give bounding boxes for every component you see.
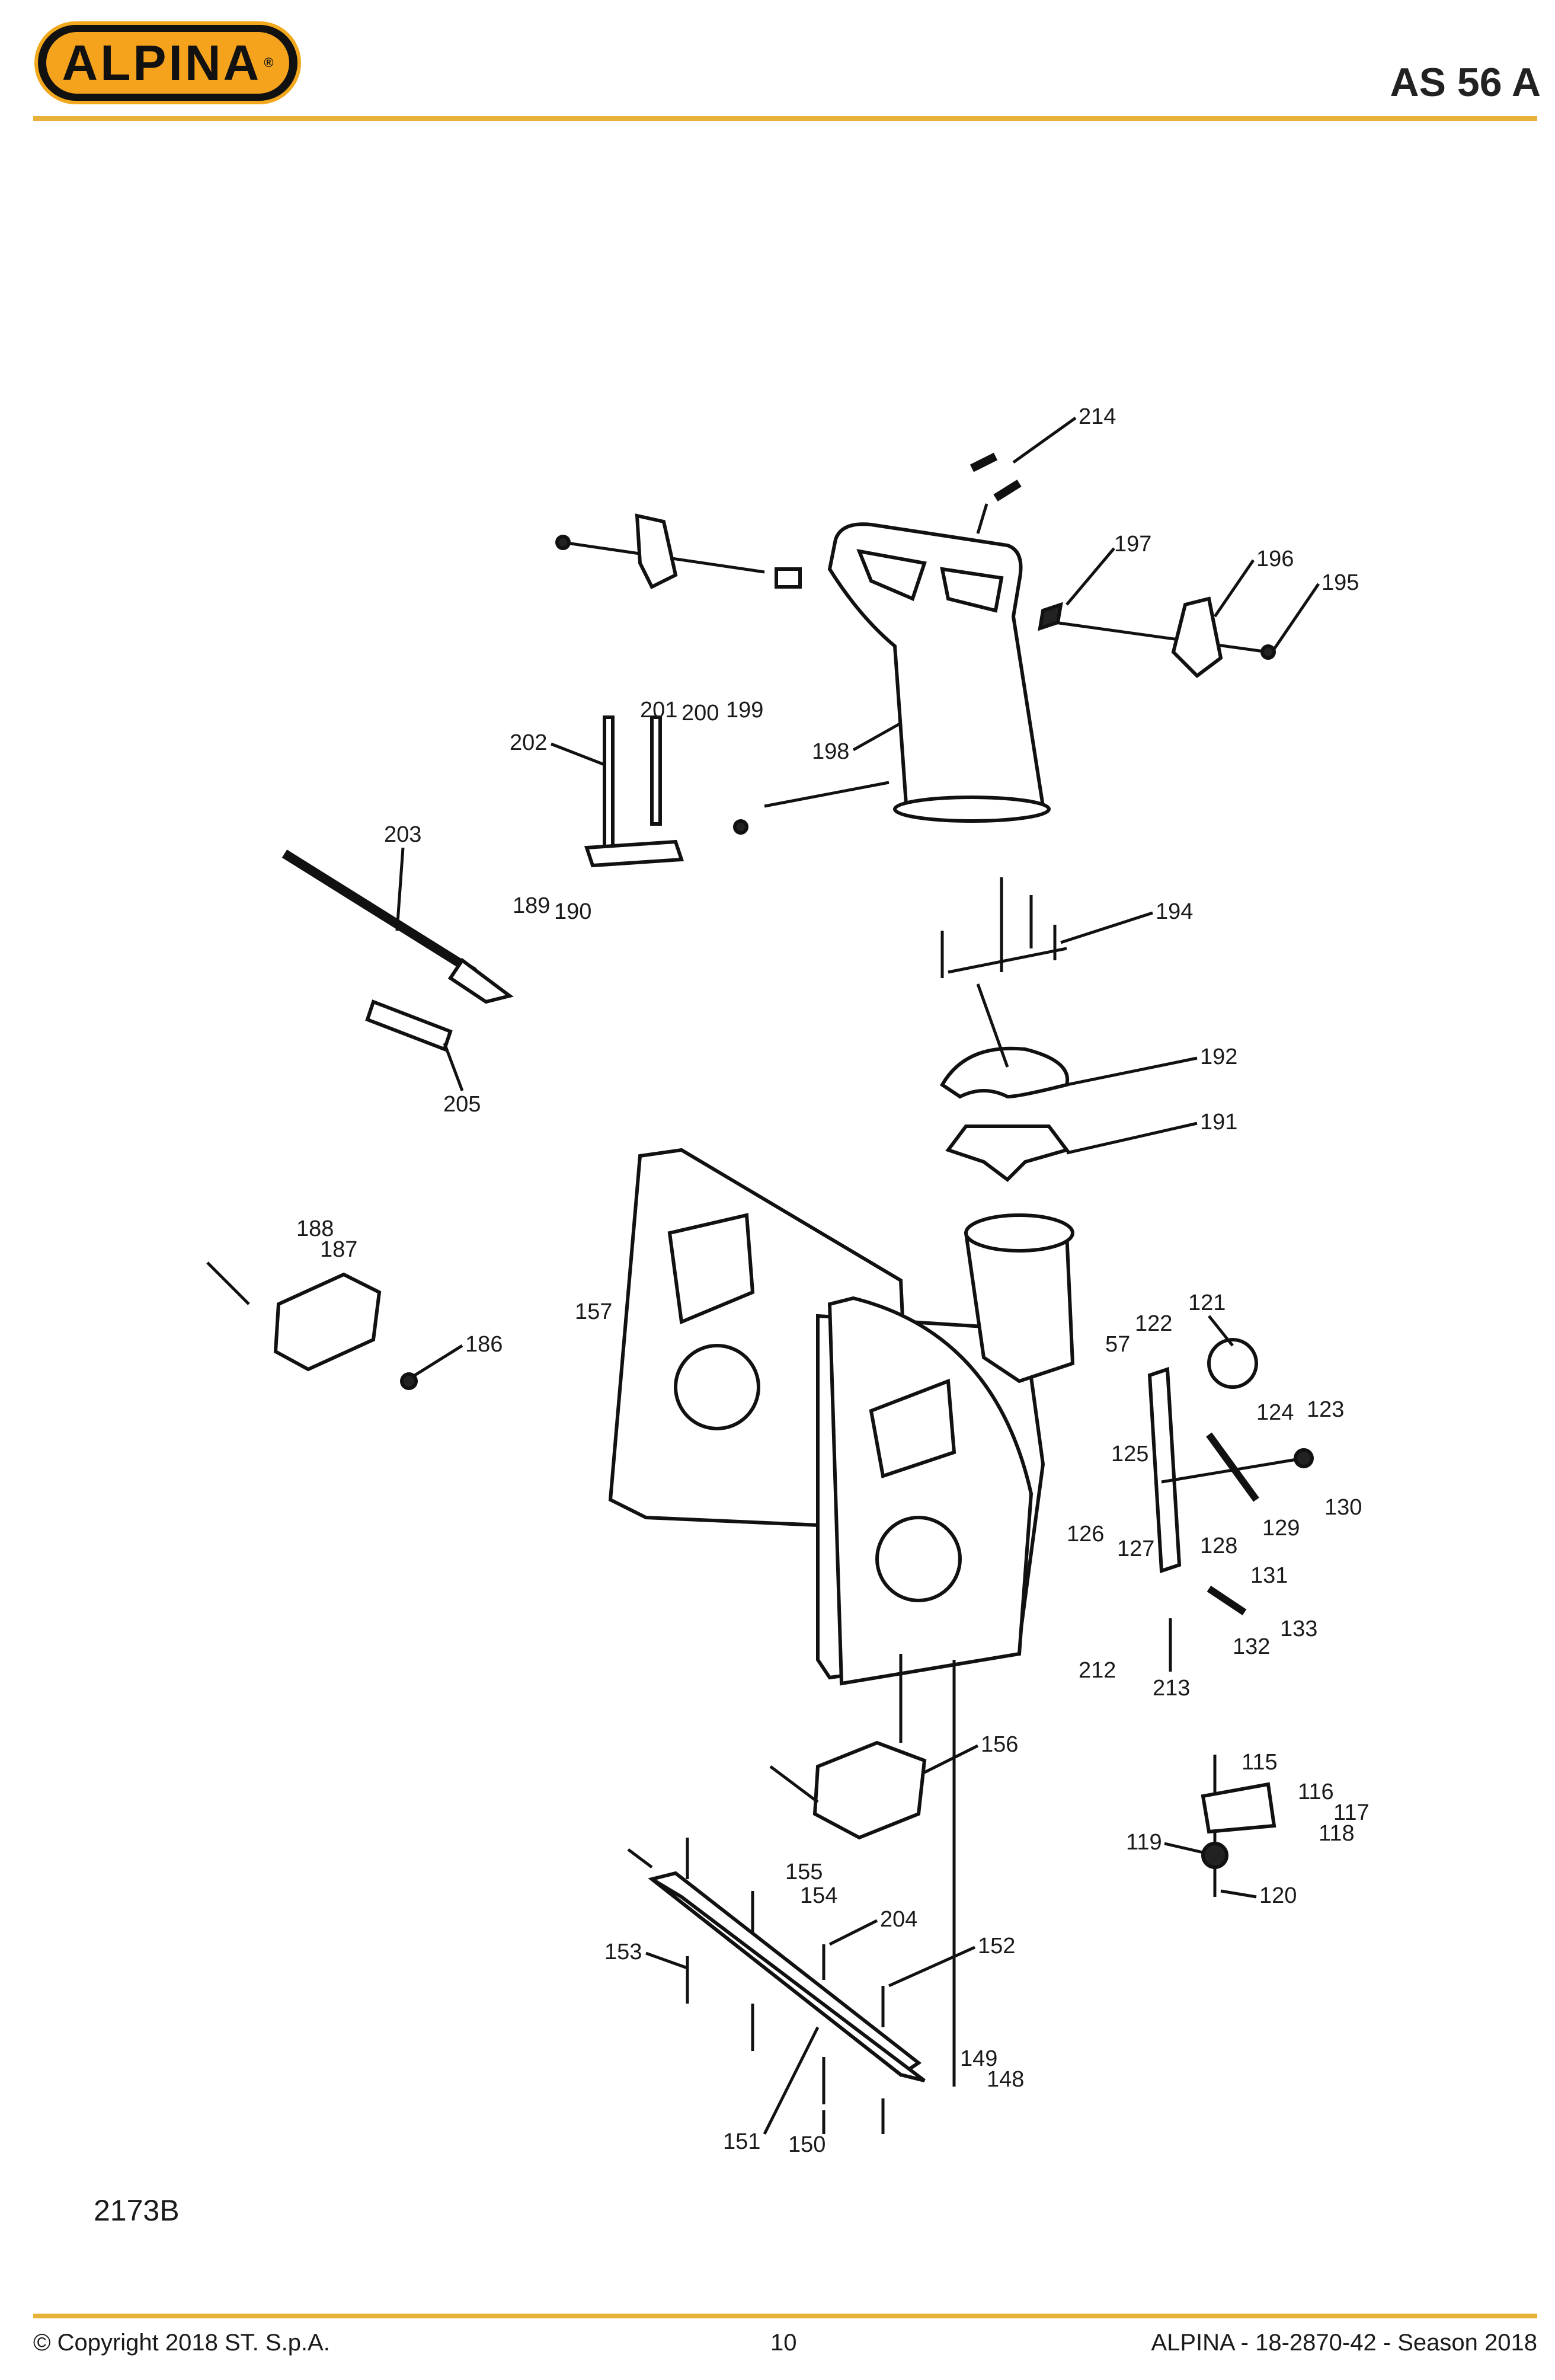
chute-crank-part (555, 513, 802, 590)
callout-151: 151 (723, 2129, 760, 2154)
callout-150: 150 (788, 2132, 826, 2157)
skid-shoe-part (206, 1261, 418, 1390)
callout-157: 157 (575, 1299, 612, 1324)
callout-191: 191 (1200, 1110, 1237, 1135)
alpina-logo: ALPINA ® (34, 21, 301, 104)
callout-189: 189 (513, 893, 550, 918)
callout-188: 188 (296, 1216, 334, 1241)
header-divider (33, 116, 1537, 121)
callout-57: 57 (1105, 1332, 1130, 1357)
callout-194: 194 (1156, 899, 1193, 924)
callout-118: 118 (1319, 1821, 1355, 1846)
callout-116: 116 (1298, 1780, 1334, 1804)
callout-130: 130 (1324, 1495, 1362, 1520)
callout-154: 154 (800, 1883, 837, 1908)
copyright-text: © Copyright 2018 ST. S.p.A. (33, 2330, 330, 2356)
callout-128: 128 (1200, 1534, 1237, 1558)
callout-132: 132 (1233, 1634, 1270, 1659)
callout-127: 127 (1117, 1536, 1154, 1561)
callout-120: 120 (1259, 1883, 1297, 1908)
callout-205: 205 (443, 1092, 481, 1117)
callout-148: 148 (987, 2067, 1024, 2092)
callout-200: 200 (681, 701, 719, 726)
callout-152: 152 (978, 1934, 1015, 1959)
callout-198: 198 (812, 739, 849, 764)
callout-124: 124 (1256, 1400, 1294, 1425)
callout-196: 196 (1256, 547, 1294, 571)
callout-133: 133 (1280, 1617, 1317, 1641)
side-bracket-part (1147, 1338, 1314, 1615)
callout-203: 203 (384, 822, 421, 847)
callout-187: 187 (320, 1237, 357, 1262)
callout-153: 153 (604, 1940, 642, 1964)
callout-212: 212 (1079, 1658, 1116, 1683)
footer-divider (33, 2314, 1537, 2318)
callout-149: 149 (960, 2046, 997, 2071)
callout-131: 131 (1250, 1563, 1288, 1588)
callout-129: 129 (1262, 1516, 1300, 1541)
callout-156: 156 (981, 1732, 1018, 1757)
callout-195: 195 (1322, 570, 1359, 595)
pin-part (970, 452, 1022, 534)
callout-125: 125 (1111, 1442, 1148, 1467)
page-number: 10 (770, 2330, 797, 2356)
chute-plate-part (945, 1124, 1070, 1182)
scraper-bar-part (627, 1654, 956, 2134)
callout-117: 117 (1333, 1800, 1370, 1825)
registered-mark: ® (264, 55, 274, 70)
callout-202: 202 (510, 730, 547, 755)
bracket-part (584, 715, 890, 868)
logo-text: ALPINA (62, 34, 262, 91)
bracket-small-part (1201, 1755, 1276, 1897)
skid-shoe-part-2 (769, 1740, 927, 1840)
document-reference: ALPINA - 18-2870-42 - Season 2018 (1151, 2330, 1537, 2356)
callout-199: 199 (726, 698, 763, 723)
callout-197: 197 (1114, 532, 1151, 557)
callout-204: 204 (880, 1907, 917, 1932)
bolt-set-part (940, 877, 1067, 978)
callout-201: 201 (640, 698, 677, 723)
callout-186: 186 (465, 1332, 503, 1357)
callout-192: 192 (1200, 1044, 1237, 1069)
callout-115: 115 (1242, 1750, 1278, 1775)
callout-213: 213 (1153, 1676, 1190, 1701)
callout-119: 119 (1126, 1830, 1162, 1855)
callout-122: 122 (1135, 1311, 1172, 1336)
callout-214: 214 (1079, 404, 1116, 429)
deflector-knob-part (1038, 596, 1276, 678)
callout-121: 121 (1188, 1290, 1226, 1315)
figure-code: 2173B (94, 2194, 180, 2227)
callout-155: 155 (785, 1860, 823, 1884)
alpina-logo-badge: ALPINA ® (46, 32, 289, 94)
callout-190: 190 (554, 899, 591, 924)
model-title: AS 56 A (1390, 60, 1541, 105)
chute-ring-part (940, 983, 1070, 1099)
auger-shaft-part (281, 849, 514, 1052)
callout-123: 123 (1307, 1397, 1344, 1422)
callout-labels: 214 197 196 195 198 202 201 200 199 189 … (296, 404, 1370, 2157)
callout-126: 126 (1067, 1522, 1104, 1547)
chute-part (827, 522, 1051, 823)
auger-housing-part (608, 1148, 1075, 1686)
